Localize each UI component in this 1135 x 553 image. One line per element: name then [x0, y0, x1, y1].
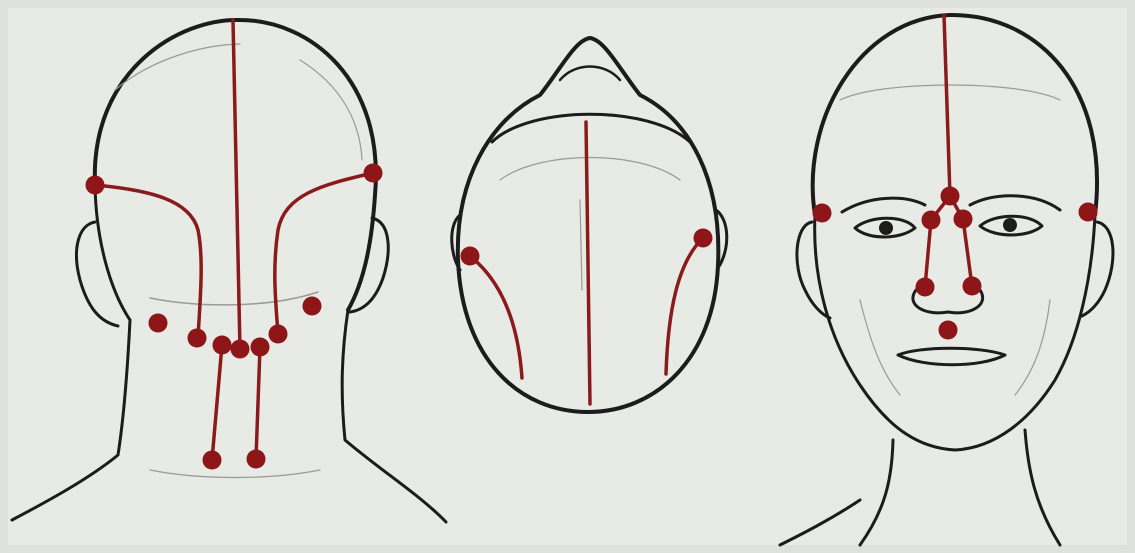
acupoint-marker — [461, 247, 480, 266]
acupoint-marker — [364, 164, 383, 183]
acupoint-marker — [251, 338, 270, 357]
acupoint-marker — [149, 314, 168, 333]
acupoint-marker — [916, 278, 935, 297]
acupoint-marker — [269, 325, 288, 344]
acupoint-marker — [1079, 203, 1098, 222]
acupoint-marker — [86, 176, 105, 195]
acupoint-marker — [213, 336, 232, 355]
acupoint-marker — [247, 450, 266, 469]
acupoint-marker — [303, 297, 322, 316]
acupoint-marker — [963, 277, 982, 296]
acupoint-marker — [694, 229, 713, 248]
acupoint-marker — [188, 329, 207, 348]
acupoint-marker — [813, 204, 832, 223]
acupoint-marker — [922, 211, 941, 230]
acupoint-marker — [231, 340, 250, 359]
right-iris — [1003, 218, 1017, 232]
left-iris — [879, 221, 893, 235]
acupoint-marker — [941, 187, 960, 206]
acupoint-marker — [939, 321, 958, 340]
acupoint-marker — [203, 451, 222, 470]
acupoint-marker — [954, 210, 973, 229]
paper — [8, 8, 1127, 545]
